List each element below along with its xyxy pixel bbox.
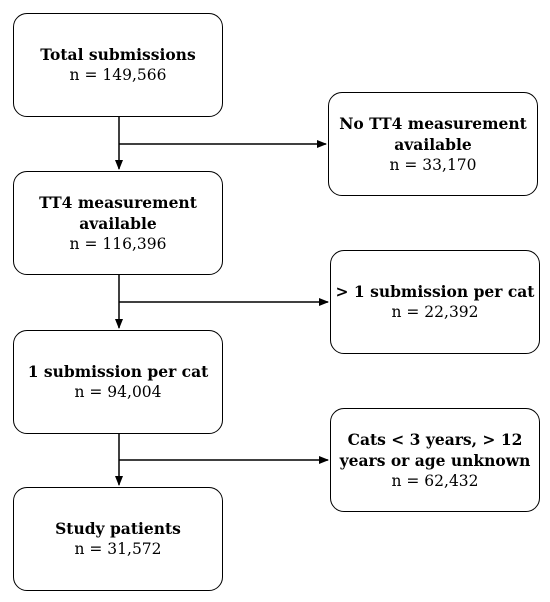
age-exclusion-title-line1: Cats < 3 years, > 12 (347, 429, 523, 449)
age-exclusion-title-line2: years or age unknown (339, 450, 531, 470)
age-exclusion-count: n = 62,432 (391, 471, 479, 490)
study-patients-box: Study patients n = 31,572 (13, 487, 223, 591)
no-tt4-title-line2: available (394, 134, 472, 154)
age-exclusion-box: Cats < 3 years, > 12 years or age unknow… (330, 408, 540, 512)
no-tt4-box: No TT4 measurement available n = 33,170 (328, 92, 538, 196)
study-patients-count: n = 31,572 (74, 540, 162, 558)
multiple-submissions-box: > 1 submission per cat n = 22,392 (330, 250, 540, 354)
no-tt4-count: n = 33,170 (389, 155, 477, 174)
tt4-available-box: TT4 measurement available n = 116,396 (13, 171, 223, 275)
total-submissions-title: Total submissions (40, 45, 196, 64)
total-submissions-box: Total submissions n = 149,566 (13, 13, 223, 117)
one-per-cat-title: 1 submission per cat (27, 362, 209, 381)
one-per-cat-count: n = 94,004 (74, 383, 162, 401)
study-patients-title: Study patients (55, 519, 181, 538)
multiple-submissions-title: > 1 submission per cat (335, 282, 535, 301)
tt4-available-title-line1: TT4 measurement (39, 192, 197, 212)
no-tt4-title-line1: No TT4 measurement (339, 113, 527, 133)
one-per-cat-box: 1 submission per cat n = 94,004 (13, 330, 223, 434)
total-submissions-count: n = 149,566 (69, 66, 167, 84)
tt4-available-title-line2: available (79, 213, 157, 233)
tt4-available-count: n = 116,396 (69, 234, 167, 253)
multiple-submissions-count: n = 22,392 (391, 303, 479, 321)
